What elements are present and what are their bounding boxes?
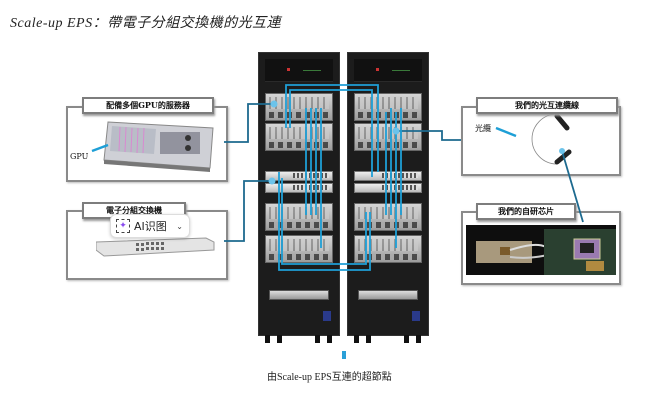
callout-title-chip: 我們的自研芯片: [476, 203, 576, 220]
server-rack-left: [258, 52, 340, 343]
leader-line-gpu-server: [224, 103, 274, 143]
ai-recognize-label: AI识图: [134, 220, 167, 233]
power-unit: [358, 290, 418, 300]
figure-caption: 由Scale-up EPS互連的超節點: [267, 372, 392, 383]
chip-image: [466, 225, 616, 275]
leader-line-chip: [561, 150, 584, 223]
leader-line-optical-cable: [396, 130, 461, 141]
rack-status-panel: [265, 59, 333, 82]
optical-link: [289, 89, 373, 177]
packet-switch-image: [96, 237, 215, 257]
power-unit: [269, 290, 329, 300]
ai-recognize-button[interactable]: ✦ AI识图 ⌄: [110, 214, 190, 238]
diagram-title: Scale-up EPS：帶電子分組交換機的光互連: [10, 16, 282, 31]
gpu-server: [265, 235, 333, 263]
connector-dot: [392, 127, 400, 135]
optical-link: [278, 172, 371, 271]
gpu-server: [354, 123, 422, 151]
optical-fiber-label: 光纜: [475, 124, 491, 133]
rack-status-panel: [354, 59, 422, 82]
leader-line-switch: [224, 180, 272, 242]
rack-badge: [412, 311, 420, 321]
gpu-server: [265, 93, 333, 121]
optical-link: [281, 178, 367, 265]
callout-packet-switch: [66, 210, 228, 280]
gpu-server: [354, 93, 422, 121]
connector-dot: [270, 100, 278, 108]
gpu-pointer: [91, 143, 109, 153]
chevron-down-icon[interactable]: ⌄: [176, 221, 183, 231]
fiber-pointer: [495, 126, 517, 138]
server-rack-right: [347, 52, 429, 343]
callout-optical-cable: 光纜: [461, 106, 621, 176]
ai-sparkle-icon: ✦: [116, 219, 130, 233]
connector-dot: [268, 177, 276, 185]
packet-switch: [354, 183, 422, 193]
packet-switch: [354, 171, 422, 181]
callout-title-optical-cable: 我們的光互連纜線: [476, 97, 618, 114]
caption-marker: [342, 351, 346, 359]
gpu-label: GPU: [70, 152, 89, 161]
optical-link: [285, 84, 379, 172]
rack-badge: [323, 311, 331, 321]
callout-title-gpu-server: 配備多個GPU的服務器: [82, 97, 214, 114]
gpu-server-image: [103, 121, 214, 172]
connector-dot: [559, 148, 565, 154]
